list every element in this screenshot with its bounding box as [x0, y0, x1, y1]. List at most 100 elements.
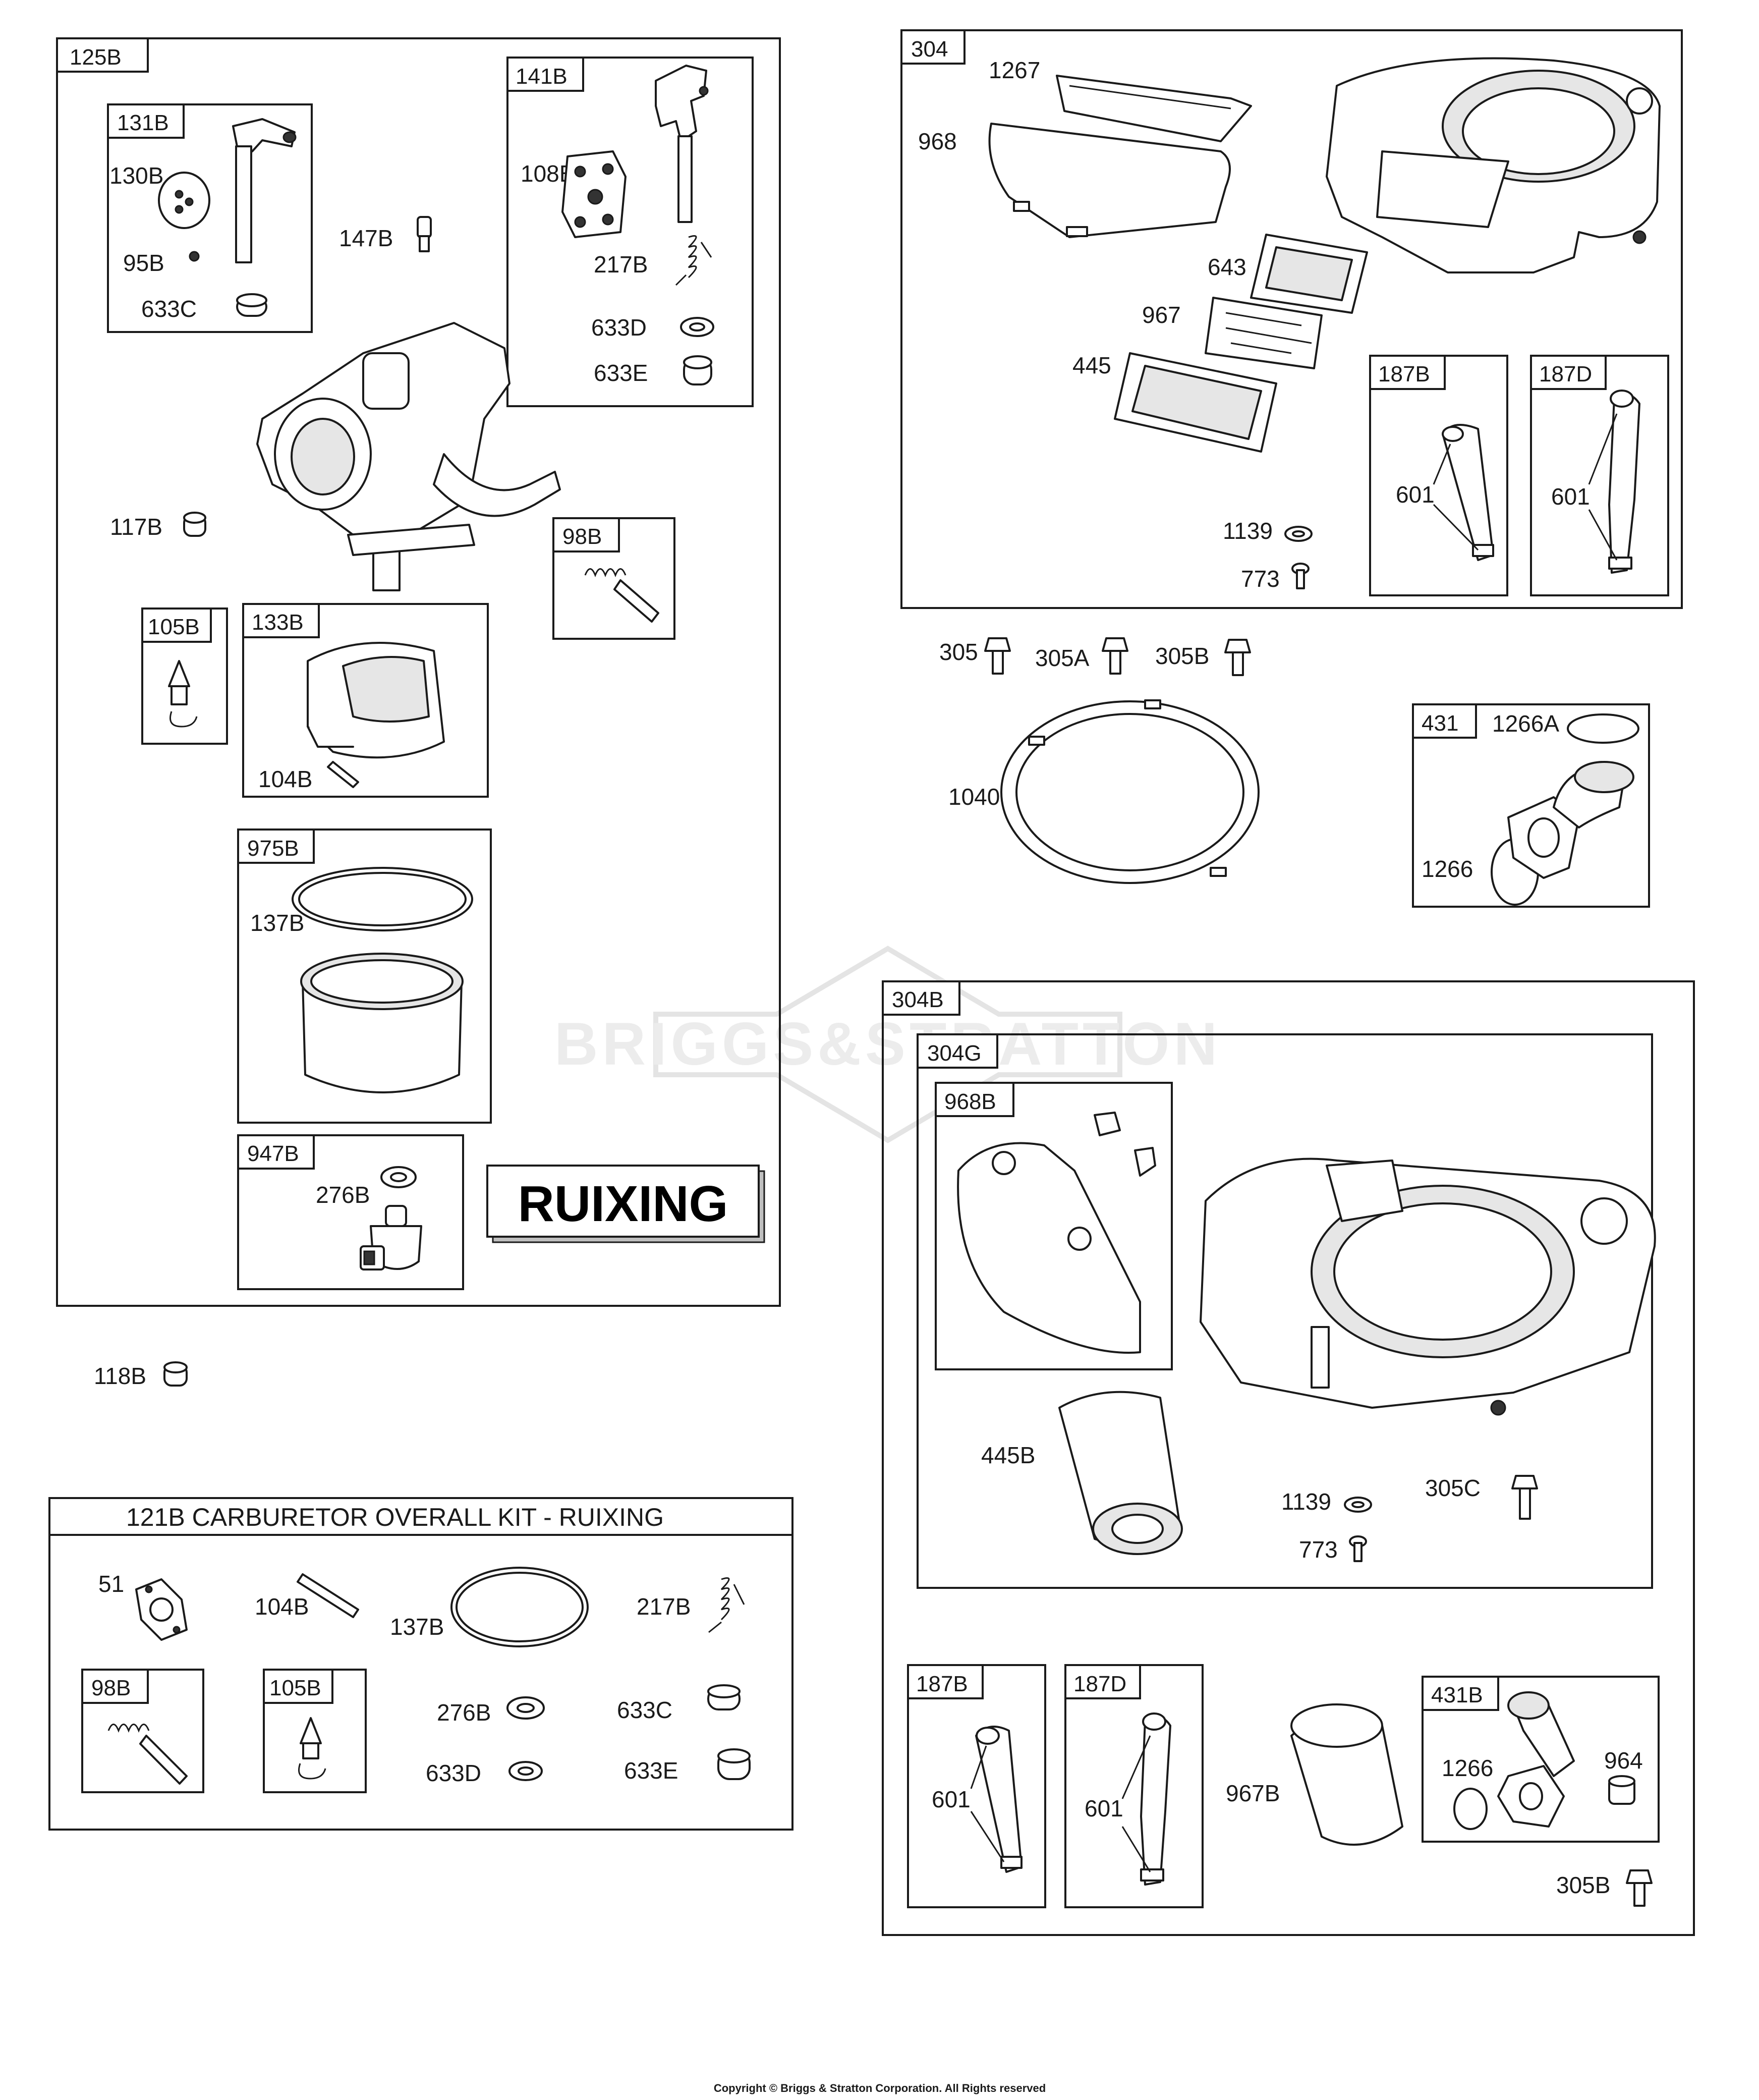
label-601-b: 601 — [1551, 483, 1590, 510]
label-305: 305 — [939, 639, 978, 665]
label-305B-b: 305B — [1556, 1872, 1610, 1898]
label-305C: 305C — [1425, 1475, 1481, 1501]
tag-98B: 98B — [562, 524, 602, 549]
part-633C-seal — [236, 293, 267, 317]
briggs-stratton-watermark: BRIGGS&STRATTON — [554, 946, 1221, 1143]
kit-part-633E-seal — [717, 1748, 751, 1780]
part-968B-knob — [1094, 1112, 1156, 1177]
leader-601-b — [1588, 413, 1618, 561]
part-601-breather-tube-b — [1608, 390, 1640, 574]
group-304G — [917, 1033, 1653, 1589]
kit-part-51-gasket — [135, 1578, 188, 1641]
tag-187B-2: 187B — [916, 1672, 968, 1696]
group-141B — [506, 57, 754, 407]
part-947B-fuel-solenoid — [360, 1205, 422, 1270]
label-1139: 1139 — [1223, 518, 1273, 544]
label-147B: 147B — [339, 225, 393, 251]
kit-part-633C-seal — [707, 1684, 741, 1710]
label-633C: 633C — [141, 296, 197, 322]
kit-label-137B: 137B — [390, 1614, 444, 1640]
group-968B — [935, 1082, 1173, 1370]
tag-431B: 431B — [1431, 1683, 1483, 1707]
label-1267: 1267 — [989, 57, 1040, 83]
part-305-screw — [984, 637, 1011, 675]
tag-304: 304 — [911, 37, 948, 62]
label-633E: 633E — [594, 360, 648, 386]
tag-133B: 133B — [252, 610, 304, 635]
part-117B-plug — [183, 512, 206, 537]
part-131B-throttle-shaft — [232, 118, 297, 263]
part-633D-washer — [680, 317, 714, 337]
group-304B: 304B 304G 968B 445B — [882, 980, 1695, 1936]
group-304: 304 1267 968 643 967 445 — [900, 29, 1683, 609]
part-305B-screw-b — [1626, 1869, 1653, 1907]
part-1267-air-filter — [1056, 75, 1252, 142]
group-187B-2 — [907, 1664, 1046, 1908]
brand-text: RUIXING — [518, 1176, 728, 1232]
part-98B-idle-screw — [584, 568, 659, 623]
part-304-blower-housing — [1326, 57, 1661, 273]
group-975B — [237, 828, 492, 1124]
leader-601-d — [1121, 1735, 1151, 1872]
label-967: 967 — [1142, 302, 1181, 328]
tag-431: 431 — [1422, 711, 1458, 736]
label-104B: 104B — [258, 766, 312, 792]
part-133B-float — [307, 642, 445, 759]
part-305C-screw — [1511, 1475, 1538, 1520]
watermark-text: BRIGGS&STRATTON — [554, 1010, 1221, 1078]
tag-125B: 125B — [70, 45, 122, 70]
label-1266-b: 1266 — [1442, 1755, 1493, 1781]
kit-part-217B-spring — [708, 1577, 745, 1633]
part-975B-float-bowl — [300, 953, 464, 1093]
part-601-breather-tube-d — [1140, 1712, 1171, 1886]
part-1266-o-ring-b — [1453, 1788, 1488, 1830]
tag-105B: 105B — [148, 615, 200, 639]
kit-label-51: 51 — [98, 1571, 124, 1597]
part-431-intake-elbow — [1507, 761, 1634, 879]
part-118B-plug — [163, 1361, 188, 1387]
kit-tag-105B: 105B — [269, 1676, 321, 1700]
label-633D: 633D — [591, 314, 647, 341]
part-105B-needle-valve — [168, 660, 198, 728]
leader-601-c — [970, 1745, 1005, 1862]
group-187D-2 — [1064, 1664, 1204, 1908]
label-445B: 445B — [981, 1442, 1035, 1468]
group-133B — [242, 603, 489, 798]
part-967B-pre-cleaner — [1290, 1703, 1403, 1846]
label-964: 964 — [1604, 1747, 1643, 1774]
label-968: 968 — [918, 128, 957, 154]
tag-947B: 947B — [247, 1141, 299, 1166]
group-125B: 125B 131B 130B 95B 633C 147B 141B — [56, 37, 781, 1307]
label-601-a: 601 — [1396, 481, 1435, 508]
part-1040-baffle-ring — [1000, 699, 1260, 884]
group-431B — [1422, 1676, 1660, 1843]
part-964-grommet — [1608, 1775, 1635, 1805]
label-137B: 137B — [250, 910, 304, 936]
part-601-breather-tube-a — [1442, 424, 1494, 561]
part-305B-screw — [1224, 639, 1251, 676]
label-305A: 305A — [1035, 645, 1090, 671]
part-108B-gasket — [561, 150, 627, 238]
tag-187D-2: 187D — [1073, 1672, 1126, 1696]
label-1266A: 1266A — [1492, 710, 1559, 737]
label-967B: 967B — [1226, 1780, 1280, 1806]
part-104B-pin — [327, 761, 359, 788]
tag-141B: 141B — [516, 64, 568, 89]
part-276B-washer — [380, 1166, 417, 1188]
part-967-filter-label — [1205, 297, 1323, 369]
label-217B: 217B — [594, 251, 648, 278]
tag-968B: 968B — [944, 1089, 996, 1114]
kit-part-633D-washer — [508, 1761, 543, 1781]
kit-part-104B-pin — [297, 1573, 359, 1618]
kit-label-217B: 217B — [637, 1593, 691, 1620]
kit-label-276B: 276B — [437, 1699, 491, 1726]
label-95B: 95B — [123, 250, 164, 276]
part-1139-washer — [1284, 526, 1313, 542]
kit-part-105B-needle-valve — [298, 1717, 326, 1780]
part-773-rivet — [1291, 563, 1310, 589]
label-1266: 1266 — [1422, 856, 1473, 882]
label-305B: 305B — [1155, 643, 1209, 669]
ruixing-brand-label: RUIXING — [486, 1165, 765, 1243]
group-431 — [1412, 703, 1650, 908]
